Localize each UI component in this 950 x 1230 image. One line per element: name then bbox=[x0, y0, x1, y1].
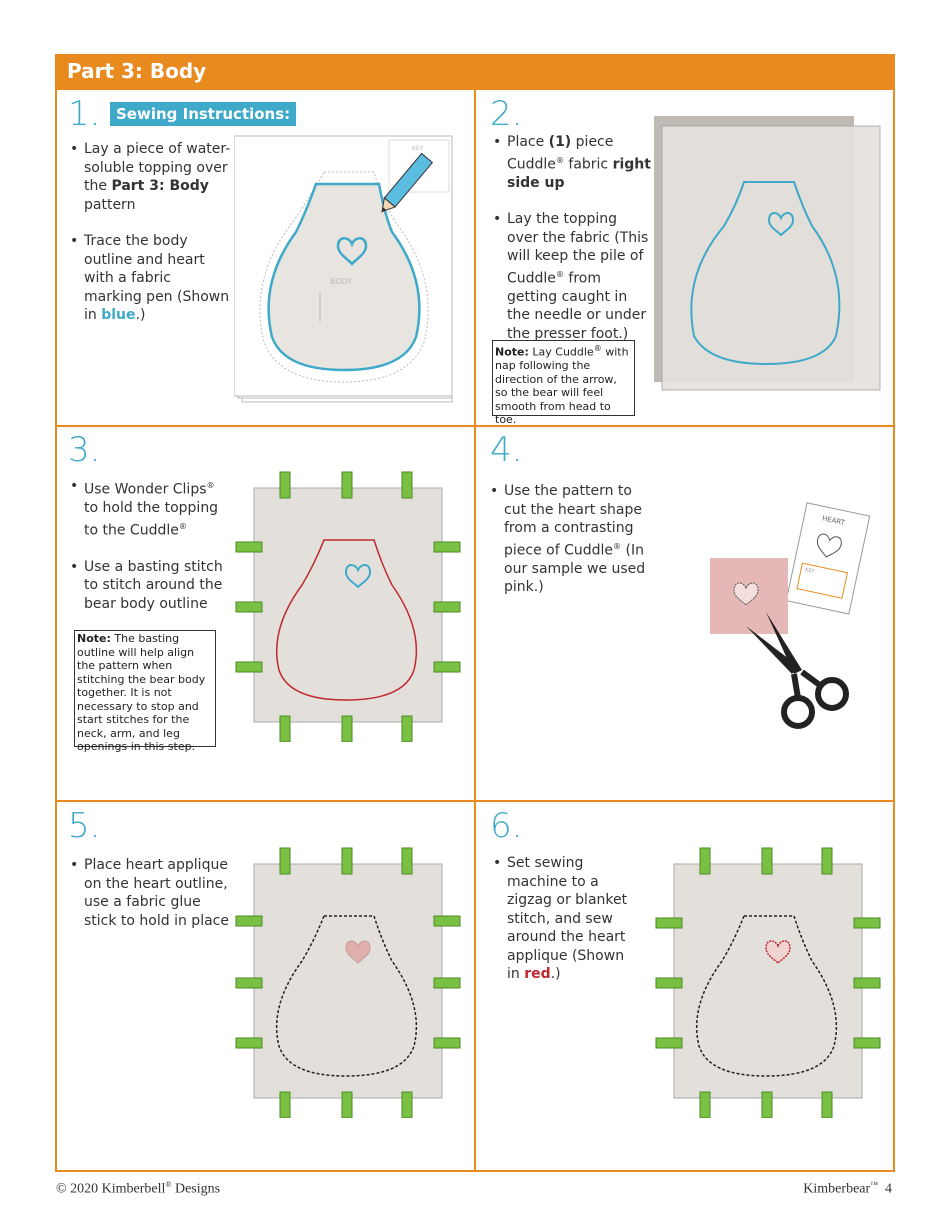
copyright: © 2020 Kimberbell® Designs bbox=[56, 1180, 221, 1197]
step-4-heart-cutting-illustration: HEART KEY bbox=[710, 502, 871, 729]
step-5-instructions: Place heart applique on the heart outlin… bbox=[68, 856, 233, 948]
grid-divider-vertical bbox=[474, 90, 476, 1172]
step-number: 5. bbox=[68, 806, 101, 846]
list-item: Use a basting stitch to stitch around th… bbox=[68, 558, 233, 614]
body-label: BODY bbox=[330, 277, 352, 286]
section-title: Part 3: Body bbox=[67, 59, 207, 83]
sewing-instructions-tag: Sewing Instructions: bbox=[110, 102, 297, 126]
step-number: 4. bbox=[490, 430, 523, 470]
step-6-instructions: Set sewing machine to a zigzag or blanke… bbox=[491, 854, 631, 1002]
list-item: Place heart applique on the heart outlin… bbox=[68, 856, 233, 930]
list-item: Set sewing machine to a zigzag or blanke… bbox=[491, 854, 631, 984]
step-6-applique-stitching bbox=[655, 847, 881, 1118]
grid-divider-row-1 bbox=[55, 425, 895, 427]
step-3-clipped-fabric bbox=[235, 471, 461, 742]
page-footer: Kimberbear™ 4 bbox=[803, 1180, 892, 1197]
list-item: Trace the body outline and heart with a … bbox=[68, 232, 233, 325]
key-label: KEY bbox=[804, 567, 815, 575]
grid-divider-row-2 bbox=[55, 800, 895, 802]
step-number: 2. bbox=[490, 94, 523, 134]
step-1-instructions: Lay a piece of water-soluble topping ove… bbox=[68, 140, 233, 343]
key-label: KEY bbox=[412, 145, 424, 152]
step-2-fabric-illustration bbox=[654, 116, 881, 391]
section-header: Part 3: Body bbox=[55, 54, 895, 90]
list-item: Use the pattern to cut the heart shape f… bbox=[488, 482, 648, 597]
list-item: Place (1) piece Cuddle® fabric right sid… bbox=[491, 133, 651, 192]
step-1-pattern-illustration: BODY KEY bbox=[234, 135, 453, 403]
step-number: 6. bbox=[490, 806, 523, 846]
list-item: Lay a piece of water-soluble topping ove… bbox=[68, 140, 233, 214]
page-number: 4 bbox=[885, 1181, 892, 1197]
step-4-instructions: Use the pattern to cut the heart shape f… bbox=[488, 482, 648, 615]
step-5-applique-placement bbox=[235, 847, 461, 1118]
step-2-instructions: Place (1) piece Cuddle® fabric right sid… bbox=[491, 133, 651, 361]
step-2-note: Note: Lay Cuddle® with nap following the… bbox=[492, 340, 635, 426]
step-3-note: Note: The basting outline will help alig… bbox=[74, 630, 216, 753]
step-number: 3. bbox=[68, 430, 101, 470]
step-number: 1. bbox=[68, 94, 101, 134]
step-3-instructions: Use Wonder Clips® to hold the topping to… bbox=[68, 477, 233, 631]
list-item: Lay the topping over the fabric (This wi… bbox=[491, 210, 651, 343]
list-item: Use Wonder Clips® to hold the topping to… bbox=[68, 477, 233, 540]
